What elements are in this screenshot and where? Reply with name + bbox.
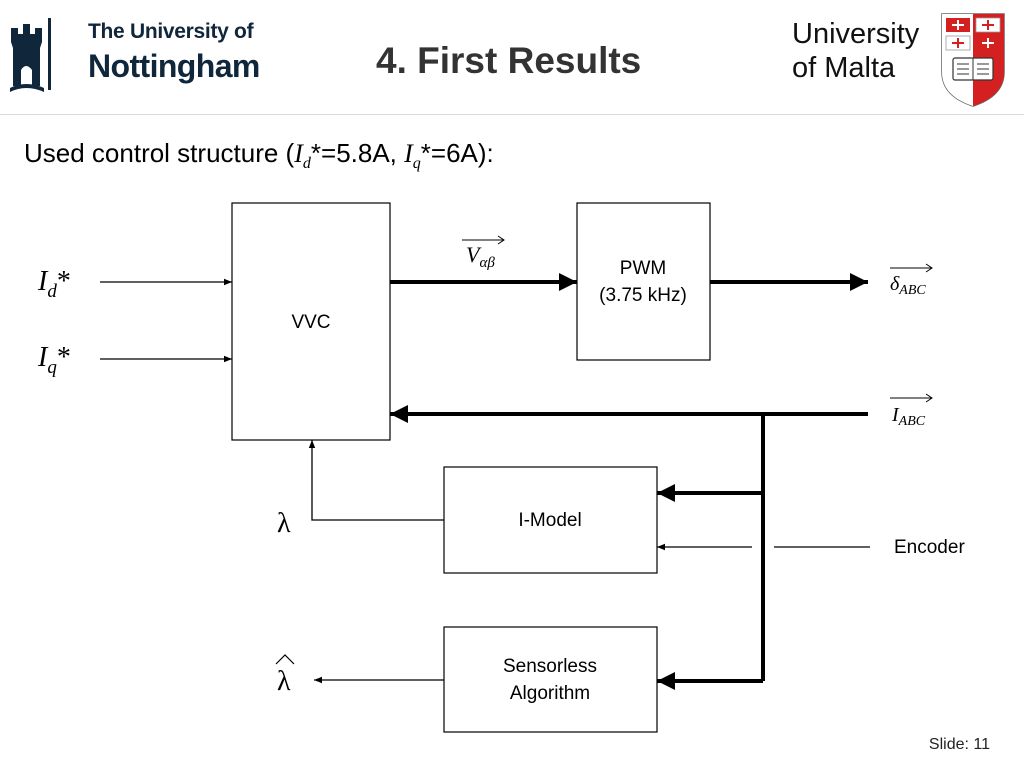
- imodel-block: [443, 466, 658, 574]
- subtitle-iq-sub: q: [412, 155, 421, 173]
- pwm-label-line2: (3.75 kHz): [599, 285, 687, 306]
- lambda-hat-label: λ: [277, 666, 291, 697]
- nottingham-logo: [10, 18, 51, 92]
- sensorless-block: [443, 626, 658, 733]
- id-ref-sup: *: [57, 266, 71, 297]
- id-ref-symbol: I: [37, 266, 49, 297]
- delta-abc-symbol: δ: [890, 273, 900, 295]
- i-abc-vector-head: [925, 393, 933, 403]
- encoder-label: Encoder: [894, 537, 965, 558]
- malta-logo-line1: University: [792, 18, 920, 50]
- imodel-label: I-Model: [518, 510, 581, 531]
- pwm-label-line1: PWM: [620, 258, 666, 279]
- slide-subtitle: Used control structure (Id*=5.8A, Iq*=6A…: [24, 138, 494, 173]
- iq-ref-sub: q: [47, 357, 57, 378]
- slide-header: The University of Nottingham 4. First Re…: [0, 0, 1024, 114]
- subtitle-id-value: *=5.8A,: [310, 138, 405, 168]
- id-ref-label: Id*: [37, 266, 71, 302]
- lambda-hat-accent: [275, 654, 295, 665]
- v-alpha-beta-symbol: V: [466, 242, 482, 267]
- v-alpha-beta-vector-head: [497, 235, 505, 245]
- nottingham-logo-line2: Nottingham: [88, 48, 260, 84]
- malta-crest-icon: [941, 13, 1005, 107]
- delta-abc-label: δABC: [890, 273, 926, 298]
- delta-abc-vector-head: [925, 263, 933, 273]
- slide-number: Slide: 11: [928, 736, 990, 753]
- castle-icon: [11, 24, 42, 86]
- i-abc-symbol: I: [891, 404, 900, 426]
- subtitle-iq-value: *=6A):: [420, 138, 494, 168]
- sensorless-label-line1: Sensorless: [503, 656, 597, 677]
- lambda-feedback-arrow: [308, 440, 444, 521]
- sensorless-label-line2: Algorithm: [510, 683, 590, 704]
- vvc-label: VVC: [291, 312, 330, 333]
- malta-logo-line2: of Malta: [792, 52, 896, 84]
- v-alpha-beta-label: Vαβ: [466, 242, 495, 271]
- nottingham-logo-line1: The University of: [88, 20, 254, 43]
- delta-abc-sub: ABC: [898, 283, 926, 298]
- header-divider: [0, 114, 1024, 115]
- slide-title: 4. First Results: [376, 40, 642, 81]
- iq-ref-label: Iq*: [37, 342, 71, 378]
- i-abc-label: IABC: [891, 404, 926, 429]
- pwm-block: [576, 202, 711, 361]
- subtitle-id-sub: d: [302, 155, 311, 173]
- lambda-label: λ: [277, 508, 291, 539]
- iq-ref-sup: *: [57, 342, 71, 373]
- subtitle-id-symbol: I: [294, 139, 303, 168]
- id-ref-sub: d: [47, 281, 57, 302]
- subtitle-iq-symbol: I: [404, 139, 413, 168]
- iq-ref-symbol: I: [37, 342, 49, 373]
- i-abc-sub: ABC: [898, 414, 926, 429]
- v-alpha-beta-sub: αβ: [479, 255, 495, 271]
- subtitle-prefix: Used control structure (: [24, 138, 295, 168]
